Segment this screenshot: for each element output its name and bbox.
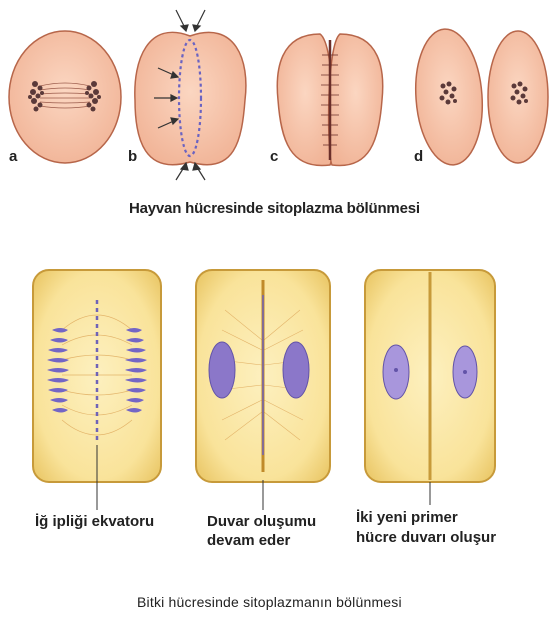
animal-cell-b — [135, 10, 246, 180]
plant-cell-2 — [196, 270, 330, 510]
daughter-cell-right — [488, 31, 548, 163]
animal-cell-a — [9, 31, 121, 163]
label-wall-forming-line1: Duvar oluşumu — [207, 512, 316, 531]
animal-caption: Hayvan hücresinde sitoplazma bölünmesi — [129, 200, 420, 217]
label-d: d — [414, 148, 423, 165]
label-a: a — [9, 148, 17, 165]
nucleus-right — [283, 342, 309, 398]
plant-cell-3 — [365, 270, 495, 505]
label-c: c — [270, 148, 278, 165]
label-new-walls-line1: İki yeni primer — [356, 508, 458, 527]
nucleus-left — [209, 342, 235, 398]
label-spindle-equator: İğ ipliği ekvatoru — [35, 512, 154, 531]
plant-cell-1 — [33, 270, 161, 510]
animal-cell-c — [277, 34, 382, 166]
label-wall-forming-line2: devam eder — [207, 531, 290, 550]
label-b: b — [128, 148, 137, 165]
label-new-walls-line2: hücre duvarı oluşur — [356, 528, 496, 547]
plant-caption: Bitki hücresinde sitoplazmanın bölünmesi — [137, 594, 402, 610]
animal-cell-d — [411, 27, 548, 167]
daughter-cell-left — [411, 27, 486, 167]
